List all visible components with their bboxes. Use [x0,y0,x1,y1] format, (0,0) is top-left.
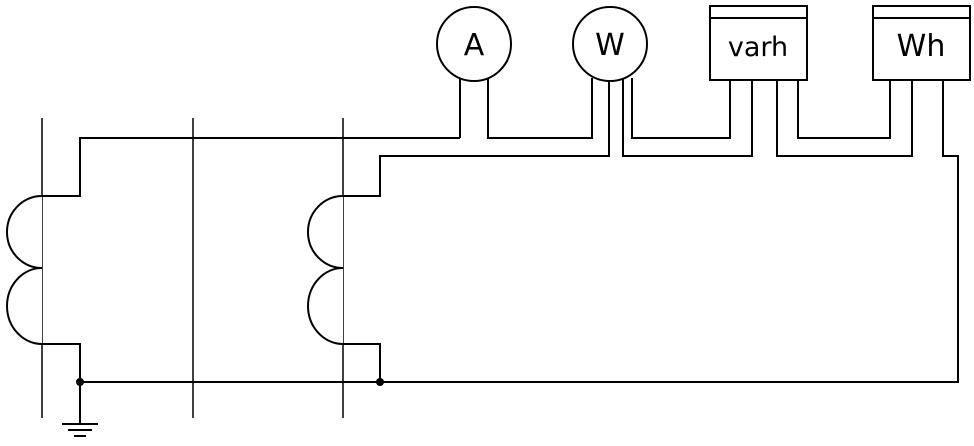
ct2-upper-winding [307,195,344,269]
ct2-lower-lead [343,343,381,382]
watthour-meter-label: Wh [897,29,946,64]
ammeter-to-wattmeter [487,78,593,139]
meter-wiring [459,78,913,157]
ct1-lower-lead [42,343,81,382]
common-return-line [80,80,959,383]
ammeter-body [436,6,512,82]
wattmeter-body [572,6,648,82]
current-transformer-1 [6,137,460,382]
phase-conductors [41,118,344,418]
ct1-upper-lead [42,137,460,197]
current-transformer-2 [307,78,610,382]
wattmeter-to-varh [622,78,753,157]
junction-dot-right [376,378,384,386]
ct1-lower-winding [6,267,43,345]
ct1-upper-winding [6,195,43,269]
wattmeter-to-varh-2 [631,78,731,139]
ct2-lower-winding [307,267,344,345]
wattmeter: W [572,6,648,82]
ammeter: A [436,6,512,82]
watthour-meter: Wh [872,5,971,81]
ct2-upper-lead [343,78,610,197]
ground-icon [62,382,98,437]
varh-to-wh-2 [776,80,913,157]
ammeter-label: A [464,28,485,63]
varhour-meter: varh [709,5,808,81]
wattmeter-label: W [595,28,625,63]
varh-to-wh [797,80,891,139]
varhour-meter-label: varh [728,32,788,63]
